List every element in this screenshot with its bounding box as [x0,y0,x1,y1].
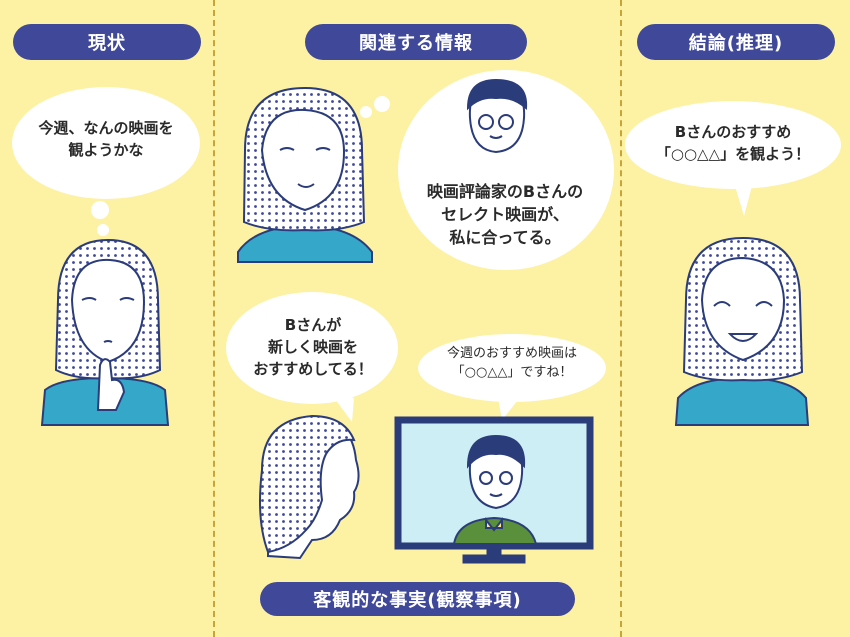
woman-thinking [40,238,170,426]
header-conclusion: 結論(推理) [637,24,835,60]
speech-bubble-conclusion [625,101,841,216]
thought-bubble-current [12,87,200,236]
thought-critic-line-1: 映画評論家のBさんの [426,182,584,201]
speech-text-tv: 今週のおすすめ映画は 「○○△△」ですね！ [420,345,604,383]
thought-bubble-critic [360,70,614,270]
left-divider [213,0,215,637]
thought-text-current: 今週、なんの映画を 観ようかな [16,118,196,162]
thought-text-critic: 映画評論家のBさんの セレクト映画が、 私に合ってる。 [400,180,610,250]
header-facts: 客観的な事実(観察事項) [260,582,575,616]
tv-critic [452,434,538,545]
speech-text-recommend: Bさんが 新しく映画を おすすめしてる！ [230,315,396,380]
tv-line-2: 「○○△△」ですね！ [451,364,573,380]
thought-critic-line-3: 私に合ってる。 [449,228,561,248]
conclusion-line-2: 「○○△△」を観よう！ [655,144,811,163]
woman-thinking-critic [237,86,373,263]
conclusion-line-1: Bさんのおすすめ [674,123,792,141]
right-divider [620,0,622,637]
thought-critic-line-2: セレクト映画が、 [441,205,569,225]
recommend-line-1: Bさんが [284,316,342,334]
critic-avatar [466,78,528,154]
thought-current-line-2: 観ようかな [68,140,144,159]
recommend-line-2: 新しく映画を [267,337,358,356]
header-current: 現状 [13,24,201,60]
woman-side-view [259,414,360,560]
tv-speech-bubble [418,334,606,420]
speech-bubble-recommend [226,292,398,422]
header-related: 関連する情報 [305,24,527,60]
woman-smiling [674,236,810,426]
tv-line-1: 今週のおすすめ映画は [446,346,577,361]
speech-text-conclusion: Bさんのおすすめ 「○○△△」を観よう！ [628,122,838,166]
thought-current-line-1: 今週、なんの映画を [38,119,174,137]
recommend-line-3: おすすめしてる！ [253,359,373,378]
